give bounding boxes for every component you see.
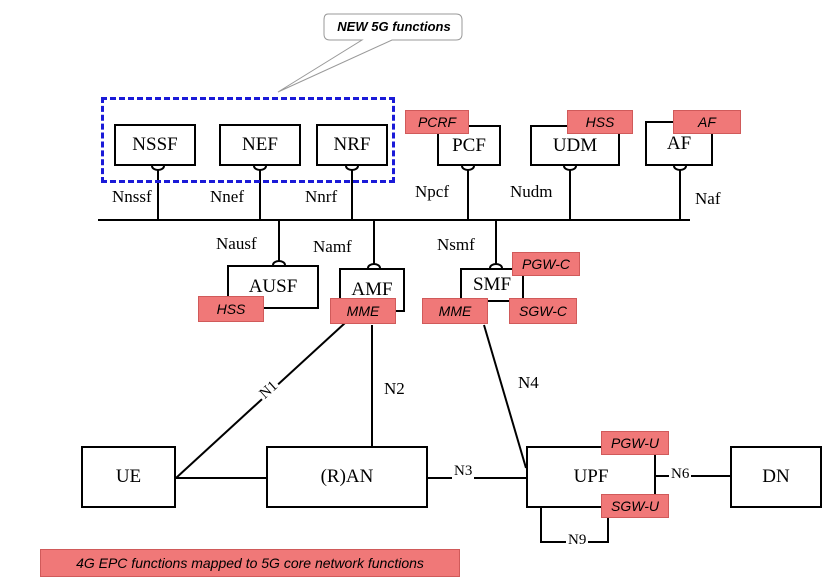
ausf-box: AUSF [227,265,319,309]
nssf-box: NSSF [114,124,196,166]
nnrf-label: Nnrf [305,187,338,206]
pgw-c-tag: PGW-C [512,252,580,276]
nsmf-label: Nsmf [437,235,475,254]
mme-amf-tag: MME [330,298,396,324]
n9-label: N9 [566,532,589,549]
n2-label: N2 [384,379,405,398]
npcf-label: Npcf [415,182,449,201]
ue-box: UE [81,446,176,508]
ran-box: (R)AN [266,446,428,508]
namf-label: Namf [313,237,352,256]
hss-udm-tag: HSS [567,110,633,134]
n6-label: N6 [669,466,692,483]
dn-box: DN [730,446,822,508]
callout-text: NEW 5G functions [337,18,451,34]
n1-line [175,322,346,479]
nudm-label: Nudm [510,182,553,201]
pcrf-tag: PCRF [405,110,469,134]
sgw-u-tag: SGW-U [601,494,669,518]
hss-ausf-tag: HSS [198,296,264,322]
nrf-box: NRF [316,124,388,166]
n4-line [483,324,527,469]
n3-label: N3 [452,463,475,480]
new-functions-group [101,97,395,183]
sgw-c-tag: SGW-C [509,298,577,324]
naf-label: Naf [695,189,721,208]
af-tag: AF [673,110,741,134]
pgw-u-tag: PGW-U [601,431,669,455]
legend: 4G EPC functions mapped to 5G core netwo… [40,549,460,577]
nnef-label: Nnef [210,187,244,206]
nef-box: NEF [219,124,301,166]
callout-bubble [277,13,463,93]
n4-label: N4 [518,373,539,392]
mme-smf-tag: MME [422,298,488,324]
nnssf-label: Nnssf [112,187,152,206]
nausf-label: Nausf [216,234,257,253]
